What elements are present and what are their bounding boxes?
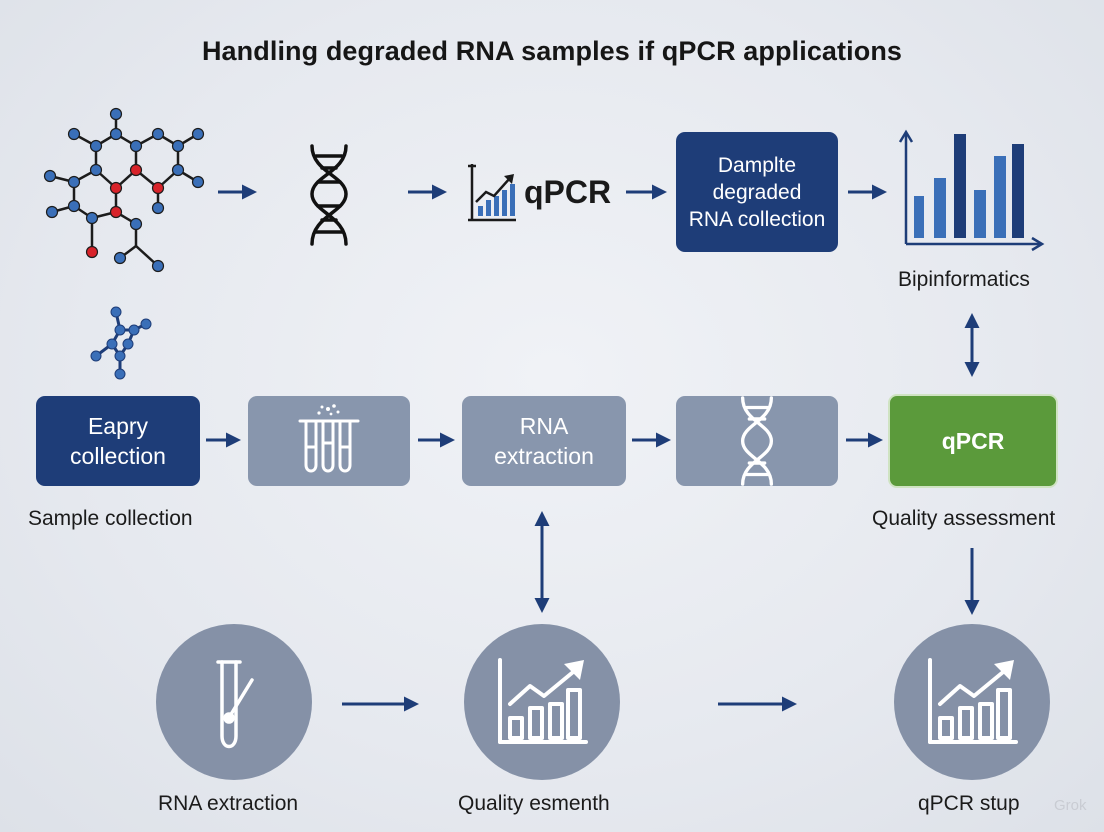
growth-chart-icon [928, 658, 1018, 744]
rna-extraction-box[interactable]: RNA extraction [462, 396, 626, 486]
box3-line-2: extraction [494, 443, 594, 469]
quality-assessment-caption: Quality assessment [872, 507, 1056, 530]
box1-line-1: Eapry [87, 413, 149, 439]
sample-collection-caption: Sample collection [28, 507, 193, 530]
qpcr-setup-caption: qPCR stup [918, 792, 1020, 815]
rna-extraction-circle[interactable] [156, 624, 312, 780]
quality-caption: Quality esmenth [458, 792, 610, 815]
small-molecule-icon [86, 304, 156, 382]
bioinformatics-caption: Bipinformatics [898, 268, 1030, 291]
bioinformatics-chart-icon [896, 126, 1046, 254]
dna-white-icon [740, 396, 774, 486]
qpcr-top-label: qPCR [524, 174, 612, 210]
quality-circle[interactable] [464, 624, 620, 780]
test-tube-icon [216, 660, 254, 749]
rna-extraction-caption: RNA extraction [158, 792, 299, 815]
molecule-icon [40, 100, 220, 280]
dna-icon [306, 142, 352, 248]
qpcr-box-label: qPCR [941, 428, 1005, 454]
dna-box[interactable] [676, 396, 838, 486]
box-line-1: Damplte [717, 153, 797, 177]
qpcr-box[interactable]: qPCR [888, 394, 1058, 488]
box-line-3: RNA collection [688, 207, 826, 231]
test-tubes-box[interactable] [248, 396, 410, 486]
test-tubes-icon [298, 404, 360, 473]
box3-line-1: RNA [519, 413, 569, 439]
degraded-rna-collection-box[interactable]: Damplte degraded RNA collection [676, 132, 838, 252]
growth-chart-icon [498, 658, 588, 744]
early-collection-box[interactable]: Eapry collection [36, 396, 200, 486]
box-line-2: degraded [712, 180, 802, 204]
box1-line-2: collection [70, 443, 166, 469]
qpcr-chart-icon [466, 162, 518, 224]
watermark: Grok [1054, 797, 1087, 814]
qpcr-setup-circle[interactable] [894, 624, 1050, 780]
diagram-title: Handling degraded RNA samples if qPCR ap… [201, 36, 903, 66]
